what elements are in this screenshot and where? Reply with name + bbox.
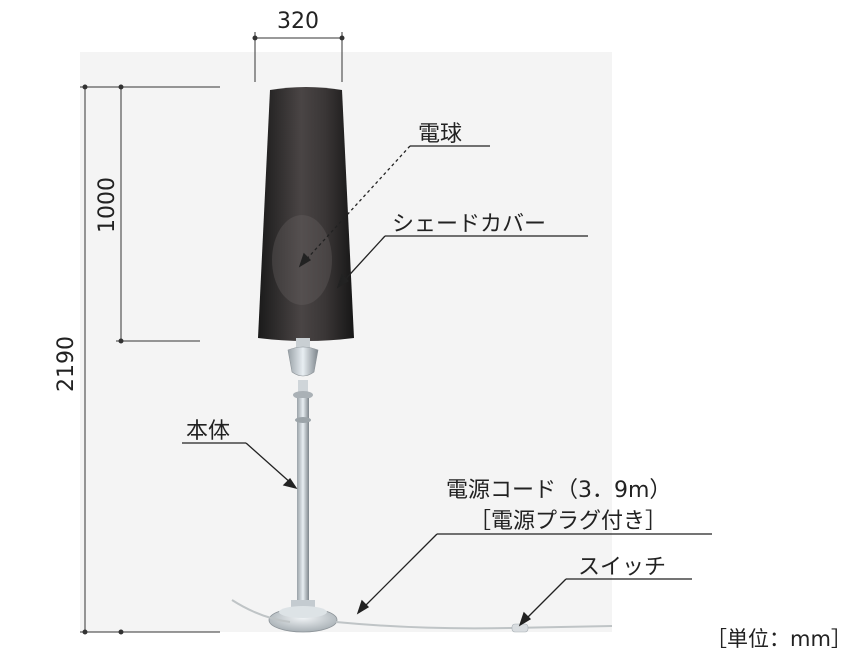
dimension-shade-height — [116, 84, 200, 635]
lamp-pole — [297, 398, 309, 603]
lamp-shade — [258, 87, 354, 341]
callout-cord-leader — [356, 533, 712, 615]
unit-note: ［単位：mm］ — [706, 627, 852, 651]
callout-bulb-label: 電球 — [418, 122, 463, 147]
pole-collar — [295, 417, 311, 423]
power-cord — [231, 599, 613, 630]
callout-switch-leader — [518, 578, 692, 627]
lamp-head — [287, 338, 319, 399]
callout-shade-label: シェードカバー — [392, 212, 547, 237]
callout-bulb-leader — [298, 145, 490, 268]
lamp-base — [268, 600, 338, 633]
callout-shade-leader — [336, 235, 588, 289]
photo-background — [80, 52, 612, 632]
callout-body-leader — [182, 442, 298, 490]
dimension-shade-height-label: 1000 — [95, 177, 120, 233]
callout-switch-label: スイッチ — [578, 555, 667, 580]
dimension-shade-width — [252, 32, 345, 82]
callout-cord-label: 電源コード（3．9m） — [446, 478, 672, 503]
dimension-shade-width-label: 320 — [277, 9, 319, 34]
callout-plug-label: ［電源プラグ付き］ — [469, 509, 668, 534]
dimension-total-height-label: 2190 — [54, 336, 79, 392]
dimension-total-height — [80, 84, 220, 635]
callout-body-label: 本体 — [186, 419, 231, 444]
